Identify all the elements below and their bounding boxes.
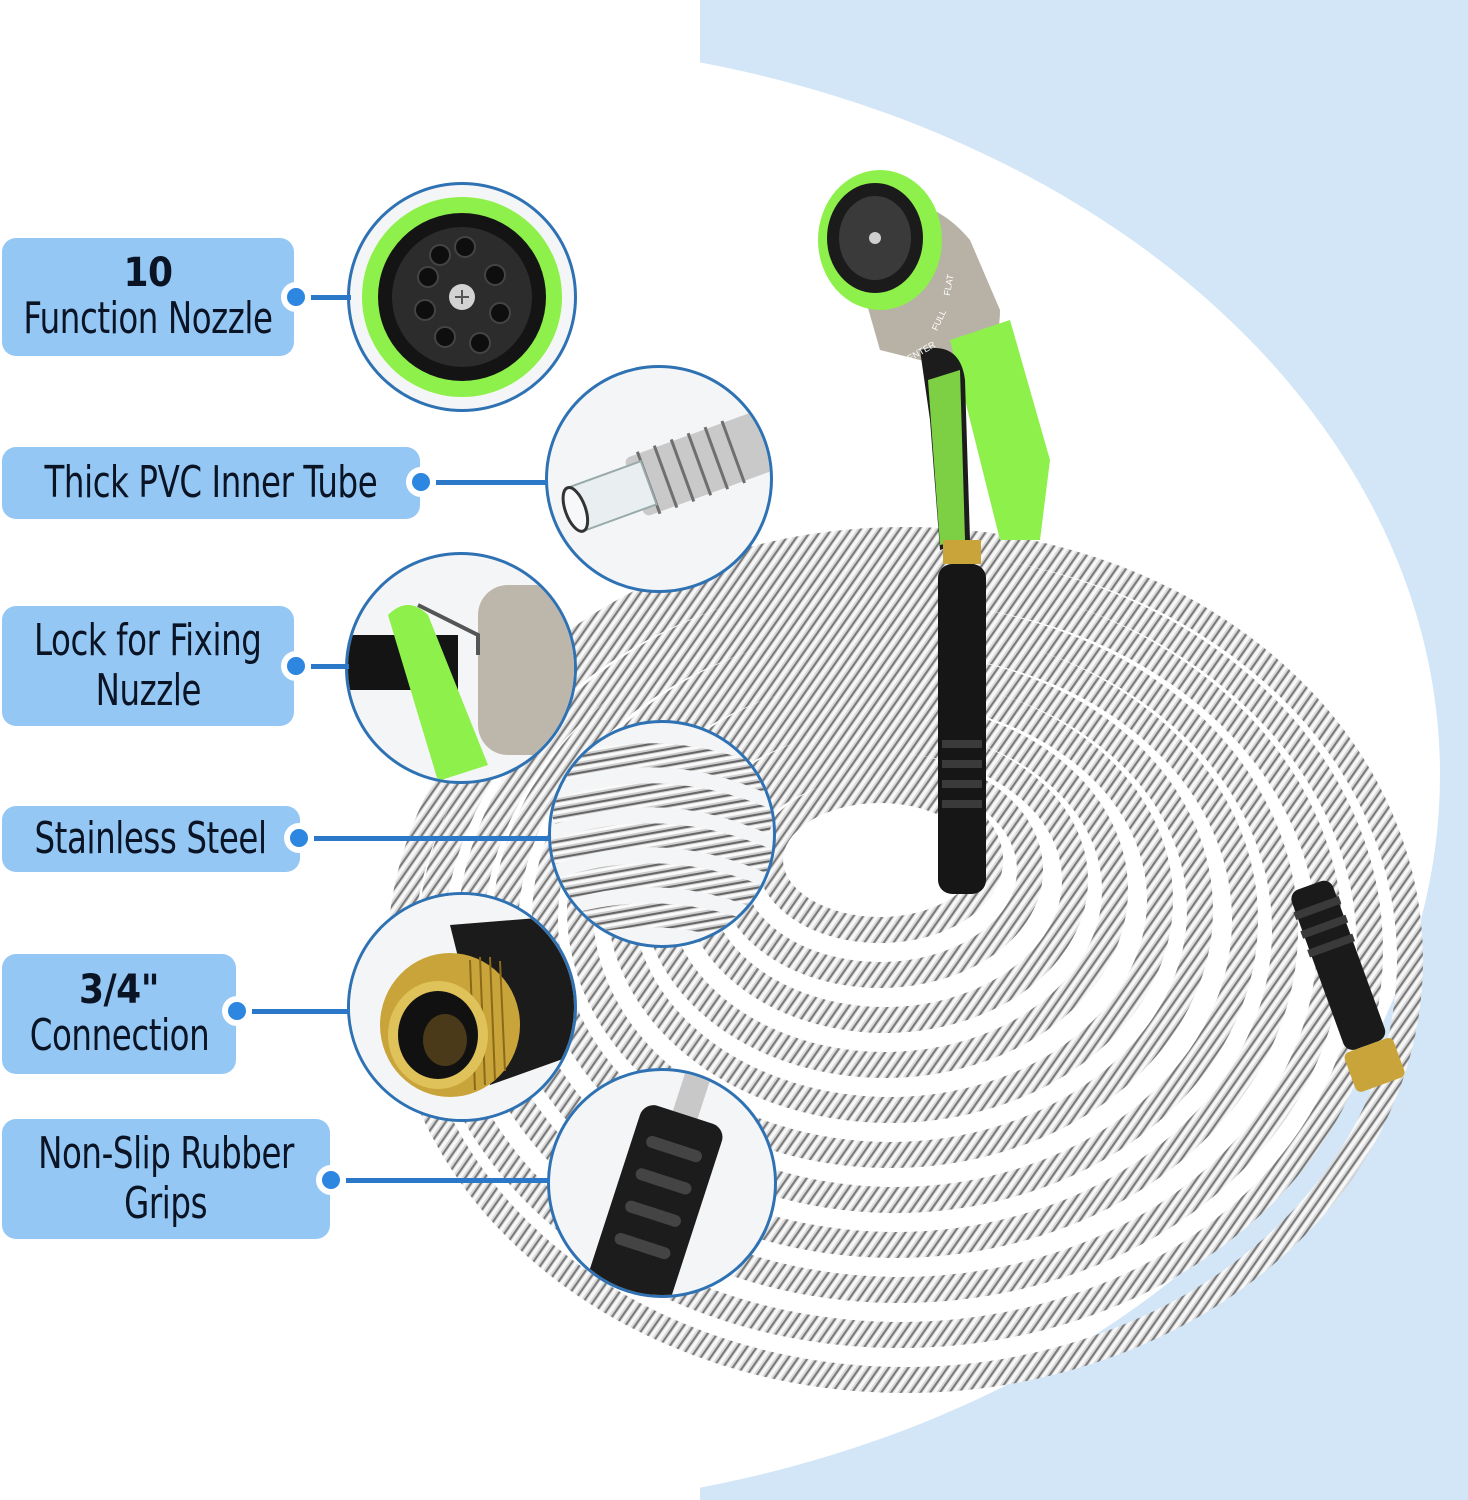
feature-label-grips: Non-Slip Rubber Grips (2, 1119, 330, 1239)
connector-dot-lock (281, 651, 311, 681)
feature-label-inner-tube: Thick PVC Inner Tube (2, 447, 420, 519)
feature-highlight-nozzle: 10 (123, 250, 173, 296)
detail-circle-grips (547, 1068, 777, 1298)
feature-label-lock: Lock for Fixing Nuzzle (2, 606, 294, 726)
connector-line-lock (311, 664, 349, 669)
spray-gun-icon (818, 170, 1050, 894)
connector-dot-connection (222, 996, 252, 1026)
feature-text-inner-tube: Thick PVC Inner Tube (44, 457, 378, 508)
connector-dot-steel (284, 823, 314, 853)
detail-circle-inner-tube (545, 365, 773, 593)
hose-coil-image (380, 480, 1440, 1500)
detail-circle-lock (345, 552, 577, 784)
detail-circle-nozzle (347, 182, 577, 412)
connector-line-inner-tube (436, 480, 548, 485)
feature-text-nozzle: Function Nozzle (23, 293, 273, 344)
feature-text-connection: Connection (29, 1010, 209, 1061)
steel-hose-coil-icon (387, 527, 1423, 1393)
connector-dot-grips (316, 1165, 346, 1195)
connector-line-steel (314, 836, 550, 841)
rubber-grip-icon (586, 1071, 723, 1295)
feature-text-lock-line1: Lock for Fixing (34, 615, 262, 666)
feature-label-nozzle: 10 Function Nozzle (2, 238, 294, 356)
feature-text-lock-line2: Nuzzle (95, 665, 201, 716)
steel-coil-icon (551, 743, 773, 945)
spray-nozzle-face-icon (362, 197, 562, 397)
feature-text-grips-line1: Non-Slip Rubber (38, 1128, 294, 1179)
connector-line-connection (252, 1009, 350, 1014)
feature-text-steel: Stainless Steel (34, 813, 268, 864)
feature-text-grips-line2: Grips (124, 1178, 208, 1229)
spray-nozzle-image: CENTER FULL FLAT (800, 120, 1100, 900)
brass-connector-icon (350, 895, 574, 1119)
detail-circle-connection (347, 892, 577, 1122)
pvc-tube-icon (561, 409, 770, 534)
detail-circle-steel (548, 720, 776, 948)
feature-label-connection: 3/4" Connection (2, 954, 236, 1074)
connector-dot-inner-tube (406, 467, 436, 497)
connector-line-grips (346, 1178, 550, 1183)
connector-dot-nozzle (281, 282, 311, 312)
feature-label-steel: Stainless Steel (2, 806, 300, 872)
connector-line-nozzle (311, 295, 351, 300)
feature-highlight-connection: 3/4" (79, 967, 159, 1013)
trigger-lock-icon (348, 585, 574, 781)
